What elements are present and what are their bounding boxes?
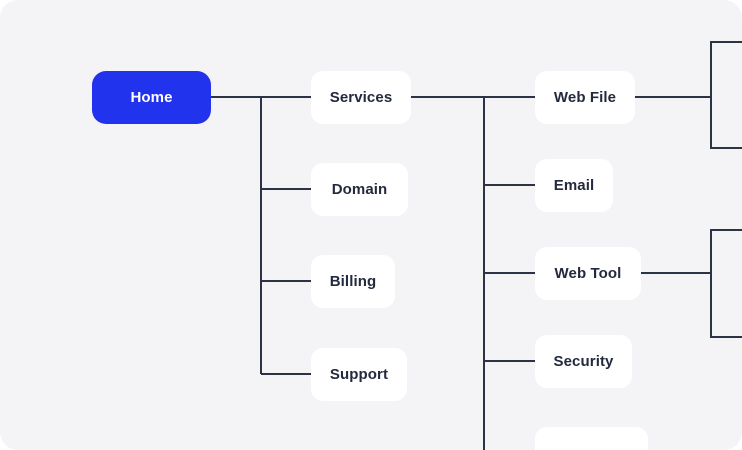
node-web-tool[interactable]: Web Tool <box>535 247 641 300</box>
node-web-file[interactable]: Web File <box>535 71 635 124</box>
node-billing-label: Billing <box>329 273 377 290</box>
node-web-tool-label: Web Tool <box>554 265 622 282</box>
node-home-label: Home <box>130 89 173 106</box>
node-security[interactable]: Security <box>535 335 632 388</box>
node-domain[interactable]: Domain <box>311 163 408 216</box>
node-support-label: Support <box>329 366 389 383</box>
node-web-file-label: Web File <box>553 89 617 106</box>
node-clipped[interactable] <box>535 427 648 450</box>
node-billing[interactable]: Billing <box>311 255 395 308</box>
node-services-label: Services <box>329 89 393 106</box>
node-support[interactable]: Support <box>311 348 407 401</box>
node-services[interactable]: Services <box>311 71 411 124</box>
node-security-label: Security <box>553 353 614 370</box>
bracket-web-tool <box>710 229 742 338</box>
bracket-web-file <box>710 41 742 149</box>
node-email[interactable]: Email <box>535 159 613 212</box>
node-domain-label: Domain <box>331 181 388 198</box>
node-email-label: Email <box>553 177 595 194</box>
node-home[interactable]: Home <box>92 71 211 124</box>
